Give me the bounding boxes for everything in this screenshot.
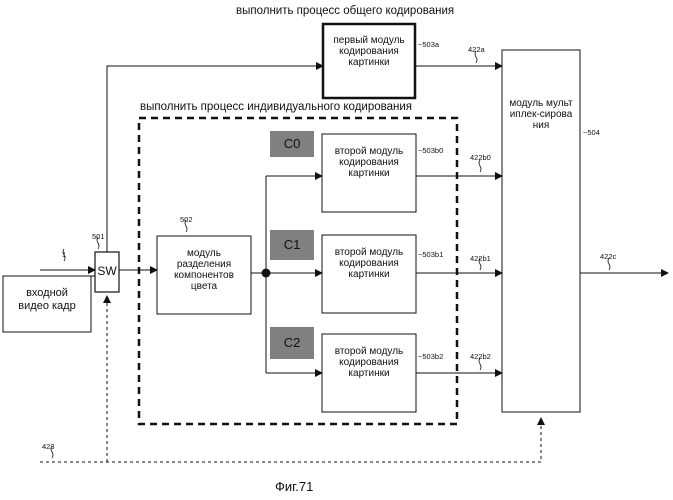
ref-422a: 422a bbox=[468, 45, 485, 54]
input-frame-label: входной видео кадр bbox=[10, 287, 84, 313]
ref-422c: 422c bbox=[600, 252, 616, 261]
component-tag-c0: C0 bbox=[270, 131, 314, 157]
ref-502: 502 bbox=[180, 215, 193, 224]
ref-1: 1 bbox=[62, 250, 66, 259]
ref-503b1: ~503b1 bbox=[418, 250, 443, 259]
ref-503b0: ~503b0 bbox=[418, 146, 443, 155]
second-encoder-0-label: второй модуль кодирования картинки bbox=[329, 146, 409, 179]
component-tag-c2: C2 bbox=[270, 327, 314, 359]
individual-process-title: выполнить процесс индивидуального кодиро… bbox=[140, 101, 412, 114]
second-encoder-2-label: второй модуль кодирования картинки bbox=[329, 346, 409, 379]
component-tag-c1: C1 bbox=[270, 230, 314, 260]
common-process-title: выполнить процесс общего кодирования bbox=[236, 5, 454, 18]
multiplexer-label: модуль мультиплек-сирования bbox=[508, 98, 574, 131]
ref-422b1: 422b1 bbox=[470, 254, 491, 263]
ref-423: 423 bbox=[42, 442, 55, 451]
ref-422b0: 422b0 bbox=[470, 153, 491, 162]
ref-504: ~504 bbox=[583, 128, 600, 137]
second-encoder-1-label: второй модуль кодирования картинки bbox=[329, 247, 409, 280]
first-encoder-label: первый модуль кодирования картинки bbox=[330, 35, 408, 68]
switch-label: SW bbox=[95, 264, 119, 278]
ref-501: 501 bbox=[92, 232, 105, 241]
ref-422b2: 422b2 bbox=[470, 352, 491, 361]
splitter-label: модуль разделения компонентов цвета bbox=[160, 248, 248, 292]
figure-caption: Фиг.71 bbox=[275, 480, 313, 493]
control-line-423 bbox=[40, 418, 541, 462]
ref-503b2: ~503b2 bbox=[418, 352, 443, 361]
ref-503a: ~503a bbox=[418, 40, 439, 49]
